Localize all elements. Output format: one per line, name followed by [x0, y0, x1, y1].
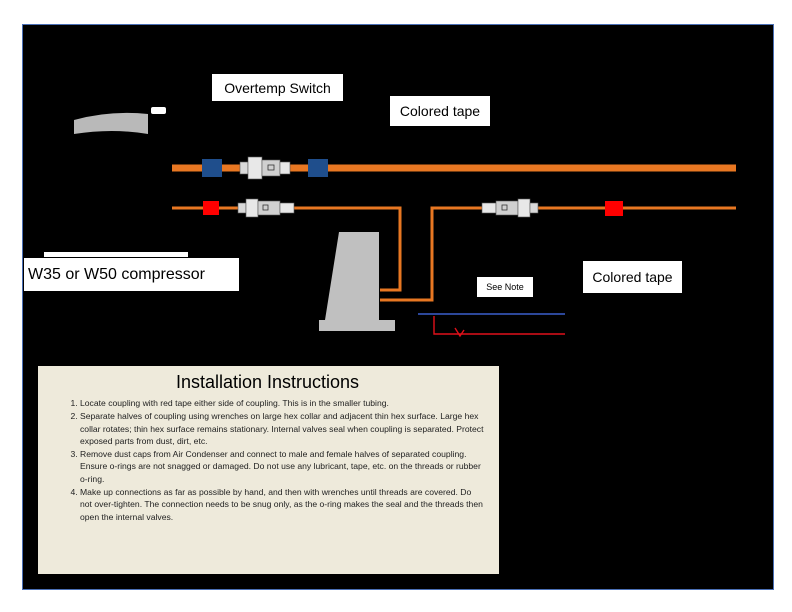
compressor-top: [74, 112, 148, 134]
instructions-title: Installation Instructions: [175, 372, 360, 392]
installation-instructions-panel: Installation Instructions Locate couplin…: [38, 366, 499, 574]
note-wires: [418, 313, 565, 338]
small-tubing: [172, 198, 736, 302]
see-note-label: See Note: [477, 277, 533, 297]
small-tube-right: [380, 206, 736, 302]
compressor-base: [44, 252, 188, 257]
blue-tape-left: [202, 159, 222, 177]
overtemp-switch-label: Overtemp Switch: [212, 74, 343, 101]
large-tubing: [172, 156, 736, 180]
colored-tape-top-label: Colored tape: [390, 96, 490, 126]
blue-tape-right: [308, 159, 328, 177]
large-coupling-icon: [239, 156, 291, 180]
instruction-step: Locate coupling with red tape either sid…: [80, 397, 485, 409]
compressor-label: W35 or W50 compressor: [24, 258, 239, 291]
air-condenser: [319, 232, 395, 331]
red-tape-left: [203, 201, 219, 215]
red-tape-right: [605, 201, 623, 216]
instruction-step: Make up connections as far as possible b…: [80, 486, 485, 523]
red-wire: [433, 316, 565, 335]
small-coupling-left-icon: [237, 198, 295, 218]
small-coupling-right-icon: [481, 198, 539, 218]
colored-tape-right-label: Colored tape: [583, 261, 682, 293]
compressor-unit: [44, 107, 188, 257]
instruction-step: Remove dust caps from Air Condenser and …: [80, 448, 485, 485]
switch-symbol-icon: [454, 327, 465, 338]
condenser-base: [319, 320, 395, 331]
overtemp-switch-icon: [151, 107, 166, 114]
instructions-list: Locate coupling with red tape either sid…: [50, 397, 485, 523]
condenser-body: [325, 232, 379, 320]
instruction-step: Separate halves of coupling using wrench…: [80, 410, 485, 447]
